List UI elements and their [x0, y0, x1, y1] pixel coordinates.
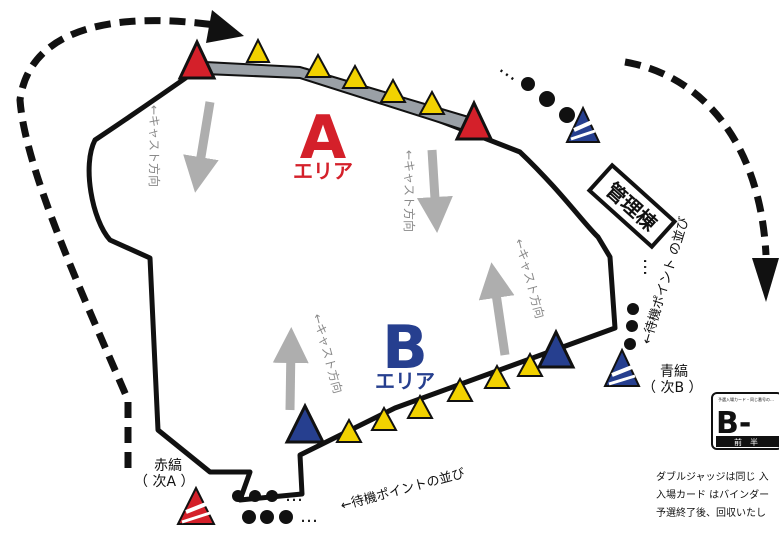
blue-stripe-next: （ 次B ）: [642, 380, 703, 396]
yellow-cones-top: [245, 37, 446, 115]
blue-striped-cone-next-b: [603, 347, 641, 387]
entry-card-footer: 前 半: [734, 437, 758, 447]
cast-label-1: ←キャスト方向: [147, 105, 162, 187]
ellipsis-bottom-2: …: [300, 506, 318, 527]
queue-dots-right: [624, 303, 639, 350]
entry-card-code: B-: [716, 406, 751, 441]
entry-card: 予選入場カード・同じ番号の… B- 前 半: [711, 392, 779, 450]
entry-card-header: 予選入場カード・同じ番号の…: [718, 396, 774, 402]
area-b-letter: B: [382, 313, 428, 383]
cast-label-2: ←キャスト方向: [402, 150, 417, 232]
entry-card-footer-bar: [716, 436, 779, 447]
red-stripe-next: （ 次A ）: [134, 474, 194, 490]
area-a-letter: A: [300, 103, 347, 173]
note-line-1: ダブルジャッジは同じ 入: [656, 470, 769, 483]
queue-dots-top: [521, 77, 575, 123]
yellow-cones-bottom: [335, 351, 544, 443]
right-flow-dashed-arrow: [624, 58, 770, 256]
left-flow-dashed-arrow: [16, 17, 216, 468]
blue-cone-b-start: [284, 402, 326, 444]
queue-dots-bottom: [232, 490, 293, 524]
red-striped-cone-next-a: [176, 485, 216, 525]
cast-arrow-b-left: [272, 327, 309, 411]
red-stripe-name: 赤縞: [154, 457, 182, 474]
red-cone-a-start: [177, 38, 217, 80]
note-line-3: 予選終了後、回収いたし: [656, 506, 766, 519]
ellipsis-right: …: [639, 258, 660, 276]
blue-stripe-name: 青縞: [660, 363, 688, 380]
cast-arrow-b-right: [478, 262, 515, 356]
red-cone-a-end: [454, 99, 494, 141]
blue-striped-cone-top: [565, 105, 601, 143]
left-flow-arrowhead: [206, 10, 244, 43]
admin-building: 管理棟: [586, 162, 678, 250]
ellipsis-bottom-1: …: [285, 485, 303, 506]
cast-label-3: ←キャスト方向: [310, 312, 346, 395]
note-line-2: 入場カード はバインダー: [656, 488, 769, 501]
right-flow-arrowhead: [752, 258, 779, 302]
blue-cone-b-end: [536, 328, 576, 369]
course-outline: [86, 67, 618, 503]
area-b-label: エリア: [375, 369, 435, 393]
cast-arrow-a-right: [416, 149, 453, 233]
ellipsis-top: …: [495, 54, 525, 85]
cast-label-4: ←キャスト方向: [512, 237, 548, 320]
cast-arrow-a-left: [183, 101, 219, 193]
queue-label-bottom: ←待機ポイントの並び: [339, 466, 466, 514]
area-a-label: エリア: [293, 159, 353, 183]
